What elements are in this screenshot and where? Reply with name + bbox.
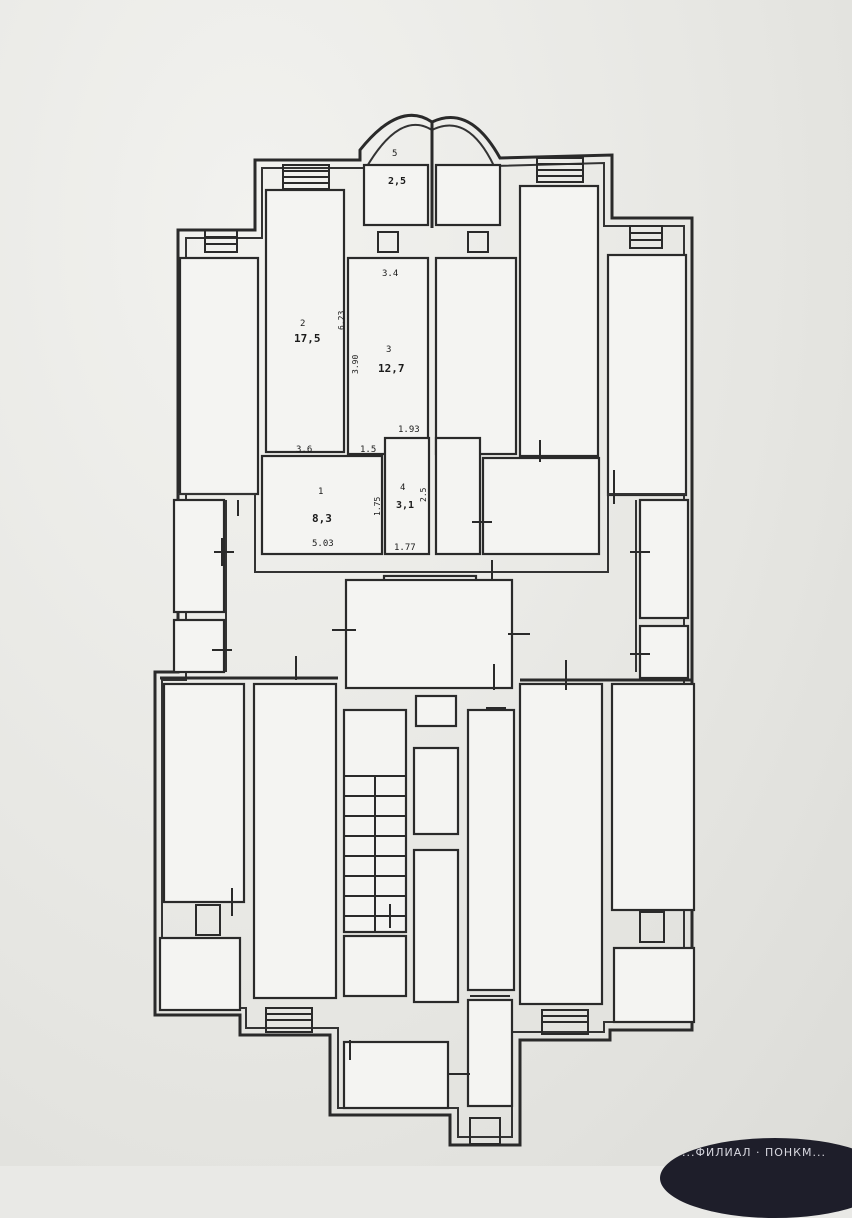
room-4-number: 4 [400,483,405,493]
room-right-bottom [612,946,696,1024]
bath-right [638,498,690,620]
dim-top-width: 3.4 [382,269,398,279]
dim-bottom-b: 1.77 [394,543,416,553]
floor-plan: 2 17,5 6.23 3 12,7 3.90 1 8,3 5.03 4 3,1… [153,113,696,1147]
outer-wall [153,113,694,1147]
bath-left [172,498,226,614]
room-3-area: 12,7 [378,362,405,375]
shaft-top [414,694,458,728]
stamp-text: ...ФИЛИАЛ · ПОНКМ... [682,1146,826,1159]
bay-left [362,163,430,227]
room-3-dim: 3.90 [351,355,360,374]
lift-lobby [412,848,460,1004]
room-1-number: 1 [318,487,323,497]
corridor-wall [178,493,686,573]
door-marks [212,440,650,1075]
room-right-lower [518,682,604,1006]
dim-side-b: 2.5 [419,487,428,502]
room-left-upper [178,256,260,496]
room-right-mid [434,256,518,456]
entry-hall [342,1040,450,1110]
wc-left [172,618,226,674]
room-4-dim: 1.75 [373,497,382,516]
room-left-lower-2 [252,682,338,1000]
stair-landing [342,934,408,998]
room-left-lower [162,682,246,904]
room-4 [383,436,431,556]
room-1 [260,454,384,556]
wc-right [638,624,690,680]
dim-mid-c: 1.93 [398,425,420,435]
room-2 [264,188,346,454]
room-5-number: 5 [392,149,397,159]
stamp: ...ФИЛИАЛ · ПОНКМ... [660,1138,852,1218]
balcony-stairs [195,157,665,1145]
room-2-dim: 6.23 [337,311,346,330]
room-5-area: 2,5 [388,176,406,187]
room-3 [346,256,430,456]
bay-right [434,163,502,227]
room-1-width: 5.03 [312,539,334,549]
room-2-number: 2 [300,319,305,329]
landing [344,578,514,690]
stair-grid [344,775,406,932]
room-2-area: 17,5 [294,332,321,345]
entry-corridor [466,998,514,1108]
room-right-band [481,456,601,556]
room-1-area: 8,3 [312,512,332,525]
room-3-number: 3 [386,345,391,355]
room-5 [434,436,482,556]
room-far-right-upper [606,253,688,497]
dim-mid-b: 1.5 [360,445,376,455]
room-4-area: 3,1 [396,500,414,511]
room-right-upper [518,184,600,458]
corridor-lower [466,708,516,992]
dim-mid-a: 3.6 [296,445,312,455]
room-left-bottom [158,936,242,1012]
room-far-right-lower [610,682,696,912]
lift-shaft [412,746,460,836]
